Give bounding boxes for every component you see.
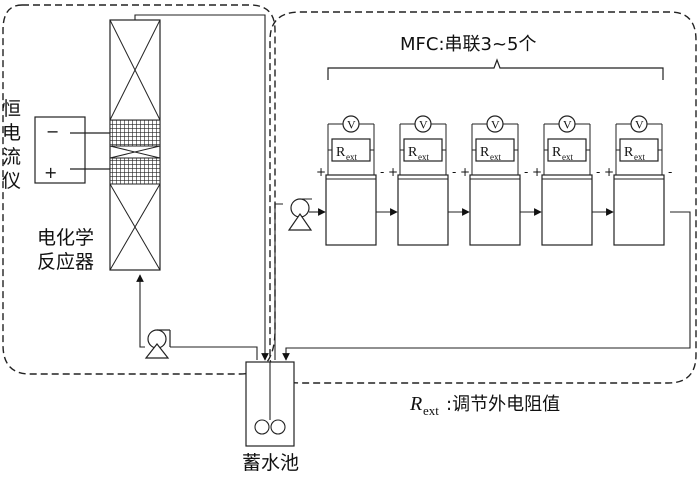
svg-text:R: R xyxy=(336,145,346,160)
svg-text:R: R xyxy=(624,145,634,160)
electrochemical-reactor xyxy=(109,19,161,271)
svg-text:ext: ext xyxy=(346,152,357,162)
svg-text:ext: ext xyxy=(634,152,645,162)
ec-region-border xyxy=(2,4,276,375)
voltmeter-icon: V xyxy=(414,115,432,133)
svg-text:V: V xyxy=(491,118,500,132)
svg-text::调节外电阻值: :调节外电阻值 xyxy=(446,394,560,415)
svg-text:仪: 仪 xyxy=(2,170,21,192)
reactor-outlet-pipe xyxy=(134,14,269,361)
svg-text:V: V xyxy=(347,118,356,132)
reactor-label-2: 反应器 xyxy=(37,251,94,273)
svg-text:ext: ext xyxy=(423,403,439,418)
anode-plus-label: + xyxy=(460,165,470,179)
svg-text:ext: ext xyxy=(490,152,501,162)
voltmeter-icon: V xyxy=(630,115,648,133)
svg-text:R: R xyxy=(409,393,422,415)
svg-text:电: 电 xyxy=(2,122,21,144)
mfc-return-pipe xyxy=(282,211,691,361)
svg-text:V: V xyxy=(563,118,572,132)
reservoir-label: 蓄水池 xyxy=(242,452,299,474)
reactor-feed-pipe xyxy=(170,346,258,360)
svg-text:R: R xyxy=(408,145,418,160)
mfc-feed-pipe xyxy=(274,203,283,360)
cathode-minus-label: - xyxy=(596,165,600,179)
power-plus-label: + xyxy=(44,163,57,182)
reactor-label-1: 电化学 xyxy=(37,227,94,249)
anode-plus-label: + xyxy=(532,165,542,179)
svg-text:V: V xyxy=(419,118,428,132)
voltmeter-icon: V xyxy=(486,115,504,133)
power-supply-label: 恒 电 流 仪 xyxy=(2,98,21,192)
cathode-minus-label: - xyxy=(380,165,384,179)
pump-icon xyxy=(144,329,171,359)
svg-text:ext: ext xyxy=(418,152,429,162)
anode-plus-label: + xyxy=(604,165,614,179)
cathode-minus-label: - xyxy=(452,165,456,179)
svg-text:恒: 恒 xyxy=(2,98,21,120)
reservoir xyxy=(245,361,295,447)
voltmeter-icon: V xyxy=(558,115,576,133)
voltmeter-icon: V xyxy=(342,115,360,133)
svg-text:R: R xyxy=(480,145,490,160)
cathode-minus-label: - xyxy=(524,165,528,179)
mfc-brace xyxy=(327,58,664,80)
mfc-pump-icon xyxy=(287,198,313,231)
anode-plus-label: + xyxy=(316,165,326,179)
mfc-title: MFC:串联3~5个 xyxy=(400,34,537,55)
svg-text:V: V xyxy=(635,118,644,132)
mfc-region-border xyxy=(269,11,697,384)
anode-plus-label: + xyxy=(388,165,398,179)
rext-note: R ext :调节外电阻值 xyxy=(409,393,560,418)
power-supply: − + xyxy=(34,116,110,184)
svg-text:R: R xyxy=(552,145,562,160)
cathode-minus-label: - xyxy=(668,165,672,179)
power-minus-label: − xyxy=(46,122,59,141)
svg-text:流: 流 xyxy=(2,146,21,168)
svg-text:ext: ext xyxy=(562,152,573,162)
